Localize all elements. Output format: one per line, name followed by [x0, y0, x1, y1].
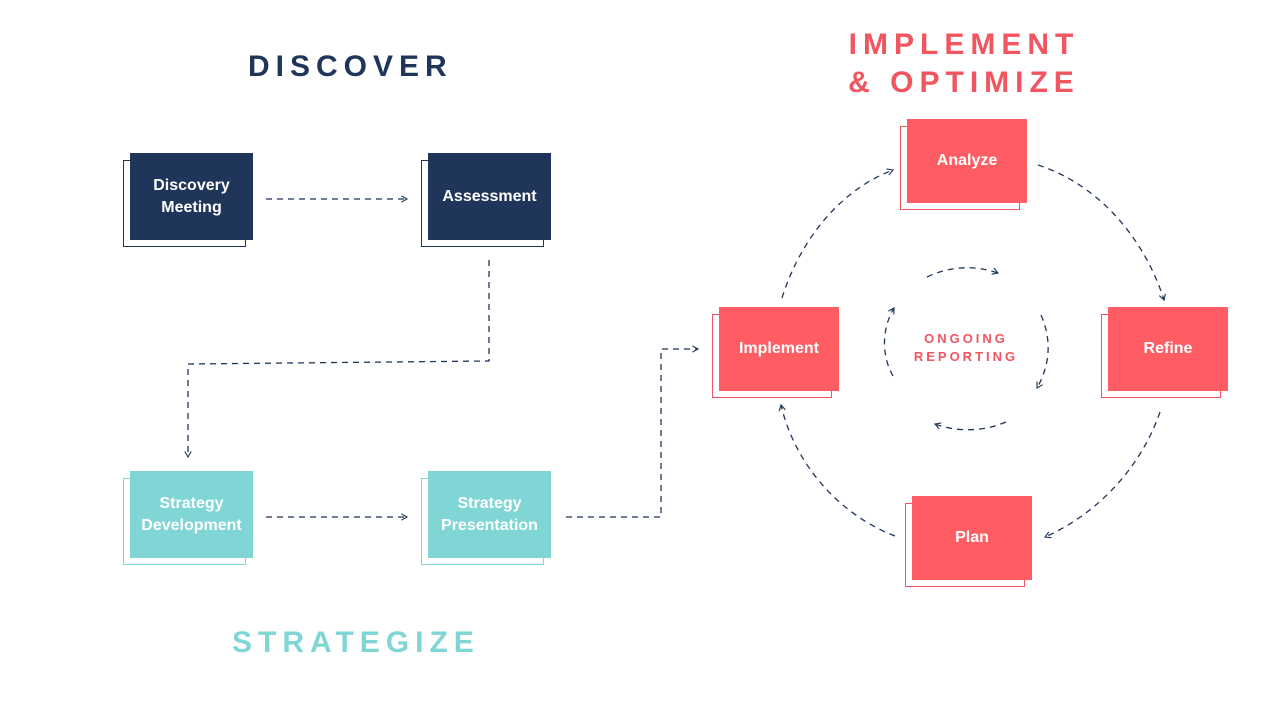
node-label: Analyze	[907, 119, 1027, 203]
connector-plan-to-implement	[778, 403, 896, 537]
node-strategy-development: Strategy Development	[123, 471, 253, 565]
node-label: Discovery Meeting	[130, 153, 253, 240]
connector-assessment-to-strategy-development	[184, 260, 490, 459]
section-heading-strategize: STRATEGIZE	[232, 626, 480, 659]
node-strategy-presentation: Strategy Presentation	[421, 471, 551, 565]
connector-reporting-bottom	[933, 421, 1007, 431]
node-implement: Implement	[712, 307, 839, 398]
connector-reporting-top	[926, 267, 1000, 278]
connector-refine-to-plan	[1043, 411, 1161, 539]
connector-analyze-to-refine	[1037, 164, 1166, 302]
node-label: Strategy Presentation	[428, 471, 551, 558]
node-label: Refine	[1108, 307, 1228, 391]
connector-reporting-left	[883, 307, 895, 377]
connector-reporting-right	[1036, 314, 1049, 389]
ongoing-reporting-label: ONGOING REPORTING	[913, 331, 1019, 364]
node-refine: Refine	[1101, 307, 1228, 398]
section-heading-implement-optimize: IMPLEMENT & OPTIMIZE	[848, 28, 1080, 99]
connector-implement-to-analyze	[781, 168, 895, 299]
node-assessment: Assessment	[421, 153, 551, 247]
node-label: Assessment	[428, 153, 551, 240]
section-heading-discover: DISCOVER	[248, 50, 453, 83]
node-discovery-meeting: Discovery Meeting	[123, 153, 253, 247]
node-analyze: Analyze	[900, 119, 1027, 210]
connector-presentation-to-implement	[566, 345, 700, 518]
node-label: Implement	[719, 307, 839, 391]
node-plan: Plan	[905, 496, 1032, 587]
node-label: Strategy Development	[130, 471, 253, 558]
node-label: Plan	[912, 496, 1032, 580]
